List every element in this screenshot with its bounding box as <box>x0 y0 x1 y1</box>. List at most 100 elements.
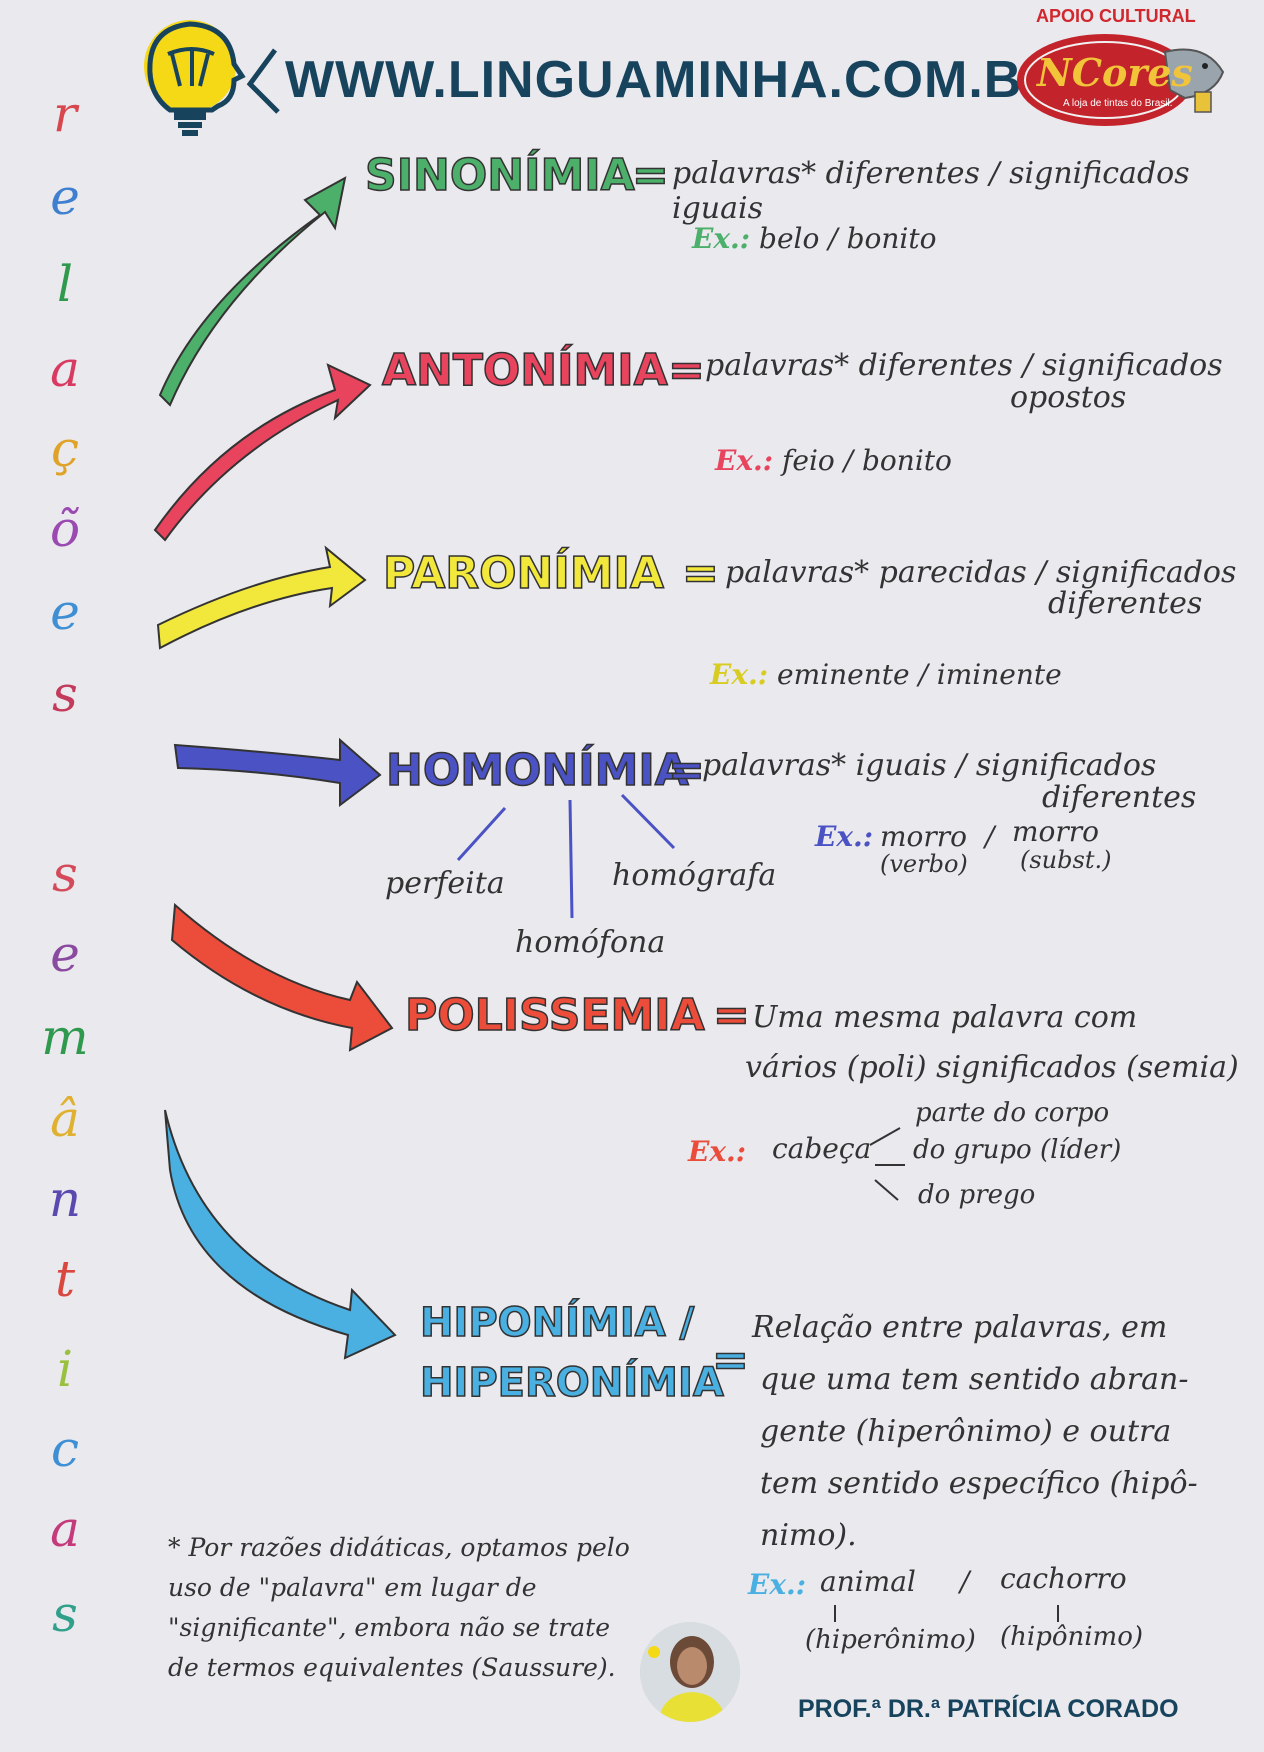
green-arrow <box>158 176 347 407</box>
term-paronimia: PARONÍMIA <box>382 547 664 600</box>
example-text: belo / bonito <box>759 222 937 255</box>
definition-line: tem sentido específico (hipô- <box>760 1466 1198 1501</box>
sponsor-logo-text: NCores <box>1037 50 1193 95</box>
equals-sign: = <box>631 149 669 202</box>
definition-antonimia-cont: opostos <box>1010 380 1127 415</box>
equals-sign: = <box>711 1334 749 1387</box>
term-hiponimia: HIPONÍMIA / <box>419 1299 695 1347</box>
title-letter: s <box>52 665 78 723</box>
title-letter: a <box>50 1500 80 1558</box>
example-label: Ex.: <box>748 1568 807 1601</box>
equals-sign: = <box>667 344 705 397</box>
example-meaning-3: do prego <box>918 1180 1036 1210</box>
lightbulb-head-icon <box>144 20 280 136</box>
example-note-2: (subst.) <box>1020 846 1112 874</box>
term-polissemia: POLISSEMIA <box>404 989 705 1042</box>
example-label: Ex.: <box>688 1135 747 1168</box>
example-paronimia: Ex.: eminente / iminente <box>710 658 1062 691</box>
footnote: * Por razões didáticas, optamos pelo uso … <box>168 1528 648 1688</box>
example-separator: / <box>985 820 995 853</box>
equals-sign: = <box>681 547 719 600</box>
title-letter: â <box>50 1090 80 1148</box>
site-logo <box>130 14 280 142</box>
title-letter: r <box>53 85 77 143</box>
definition-line: Relação entre palavras, em <box>752 1310 1168 1345</box>
author-avatar <box>640 1622 740 1722</box>
title-letter: i <box>57 1340 73 1398</box>
example-label: Ex.: <box>715 444 774 477</box>
red-arrow <box>153 363 372 542</box>
title-letter: e <box>50 168 80 226</box>
equals-sign: = <box>712 989 750 1042</box>
term-antonimia: ANTONÍMIA <box>381 344 668 397</box>
sponsor-tagline: A loja de tintas do Brasil. <box>1063 98 1173 109</box>
term-hiperonimia: HIPERONÍMIA <box>419 1359 724 1407</box>
definition-sinonimia: palavras* diferentes / significados igua… <box>672 156 1190 226</box>
example-note-2: (hipônimo) <box>1000 1622 1144 1652</box>
definition-paronimia-cont: diferentes <box>1048 586 1203 621</box>
author-name: PROF.ª DR.ª PATRÍCIA CORADO <box>798 1695 1179 1723</box>
equals-sign: = <box>667 744 705 797</box>
example-meaning-2: do grupo (líder) <box>913 1135 1122 1165</box>
title-letter: a <box>50 340 80 398</box>
footnote-line: * Por razões didáticas, optamos pelo <box>168 1533 630 1562</box>
title-letter: t <box>54 1250 76 1308</box>
term-homonimia: HOMONÍMIA <box>385 744 689 797</box>
branch-perfeita: perfeita <box>385 866 505 901</box>
homonimia-branches <box>456 793 676 919</box>
definition-polissemia: Uma mesma palavra com <box>752 1000 1138 1035</box>
site-url[interactable]: WWW.LINGUAMINHA.COM.BR <box>285 51 1061 109</box>
footnote-line: uso de "palavra" em lugar de <box>168 1573 537 1602</box>
example-note-1: (hiperônimo) <box>805 1625 976 1655</box>
title-letter: l <box>57 255 73 313</box>
title-letter: ç <box>50 420 79 478</box>
example-separator: / <box>960 1565 970 1598</box>
example-text: feio / bonito <box>782 444 952 477</box>
title-letter: õ <box>49 500 81 558</box>
branch-homografa: homógrafa <box>612 858 777 893</box>
support-label: APOIO CULTURAL <box>1036 6 1196 26</box>
title-letter: s <box>52 845 78 903</box>
author-photo <box>640 1622 740 1722</box>
example-meaning-1: parte do corpo <box>915 1098 1110 1128</box>
hiponimia-ticks <box>834 1605 1059 1622</box>
example-label: Ex.: <box>815 820 874 853</box>
title-letter: n <box>48 1170 82 1228</box>
example-text: eminente / iminente <box>777 658 1062 691</box>
example-word-1: morro <box>880 820 968 853</box>
example-word: cabeça <box>772 1132 872 1165</box>
title-letter: c <box>50 1420 79 1478</box>
title-letter: m <box>41 1008 89 1066</box>
title-letter: e <box>50 583 80 641</box>
orange-arrow <box>170 902 394 1052</box>
example-word-1: animal <box>820 1565 916 1598</box>
example-note-1: (verbo) <box>880 850 968 878</box>
term-sinonimia: SINONÍMIA <box>364 149 635 202</box>
example-antonimia: Ex.: feio / bonito <box>715 444 952 477</box>
example-label: Ex.: <box>710 658 769 691</box>
example-label: Ex.: <box>692 222 751 255</box>
definition-line: gente (hiperônimo) e outra <box>760 1414 1172 1449</box>
shark-mascot-icon <box>1163 48 1225 113</box>
footnote-line: de termos equivalentes (Saussure). <box>168 1653 616 1682</box>
blue-arrow <box>173 737 382 807</box>
example-word-2: morro <box>1012 815 1100 848</box>
footnote-line: "significante", embora não se trate <box>168 1613 611 1642</box>
example-sinonimia: Ex.: belo / bonito <box>692 222 936 255</box>
definition-paronimia: palavras* parecidas / significados <box>725 555 1237 590</box>
definition-antonimia: palavras* diferentes / significados <box>705 348 1223 383</box>
light-blue-arrow <box>164 1109 397 1360</box>
branch-homofona: homófona <box>515 925 666 960</box>
definition-line: nimo). <box>760 1518 857 1553</box>
definition-homonimia: palavras* iguais / significados <box>702 748 1157 783</box>
sponsor-logo-graphic <box>1017 34 1225 126</box>
sponsor-logo: NCores A loja de tintas do Brasil. <box>1015 32 1230 128</box>
title-letter: e <box>50 925 80 983</box>
title-letter: s <box>52 1585 78 1643</box>
polissemia-bracket <box>869 1127 905 1201</box>
yellow-arrow <box>156 545 367 650</box>
definition-homonimia-cont: diferentes <box>1042 780 1197 815</box>
definition-polissemia-cont: vários (poli) significados (semia) <box>745 1050 1239 1085</box>
definition-line: que uma tem sentido abran- <box>760 1362 1189 1397</box>
